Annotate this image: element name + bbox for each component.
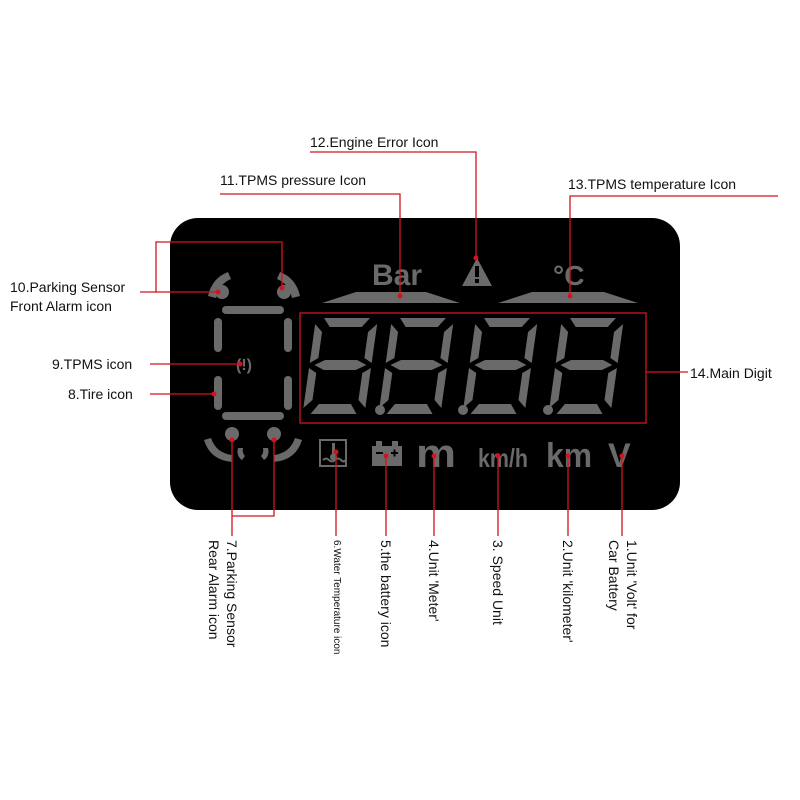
- decimal-point-3: [543, 405, 553, 415]
- callout-engine-error: 12.Engine Error Icon: [310, 134, 438, 150]
- callout-parking-rear-line2: Rear Alarm icon: [206, 540, 222, 640]
- unit-celsius-label: °C: [553, 260, 584, 291]
- callout-tpms-icon: 9.TPMS icon: [52, 356, 132, 372]
- callout-tpms-temperature: 13.TPMS temperature Icon: [568, 176, 736, 192]
- unit-speed-label: km/h: [478, 443, 528, 473]
- callout-parking-front-line2: Front Alarm icon: [10, 298, 112, 314]
- callout-tpms-pressure: 11.TPMS pressure Icon: [220, 172, 366, 188]
- callout-unit-meter: 4.Unit 'Meter': [426, 540, 442, 622]
- callout-unit-volt-line1: 1.Unit 'Volt' for: [624, 540, 640, 629]
- unit-bar-label: Bar: [372, 259, 422, 292]
- callout-parking-rear-line1: 7.Parking Sensor: [224, 540, 240, 647]
- callout-main-digit: 14.Main Digit: [690, 365, 772, 381]
- callout-unit-kilometer: 2.Unit 'kilometer': [560, 540, 576, 643]
- unit-meter-label: m: [416, 432, 456, 476]
- callout-water-temperature: 6.Water Temperature icon: [328, 540, 344, 655]
- callout-parking-front-line1: 10.Parking Sensor: [10, 279, 125, 295]
- decimal-point-2: [458, 405, 468, 415]
- callout-tire-icon: 8.Tire icon: [68, 386, 133, 402]
- callout-battery: 5.the battery icon: [378, 540, 394, 647]
- callout-speed-unit: 3. Speed Unit: [490, 540, 506, 625]
- callout-unit-volt-line2: Car Battery: [606, 540, 622, 611]
